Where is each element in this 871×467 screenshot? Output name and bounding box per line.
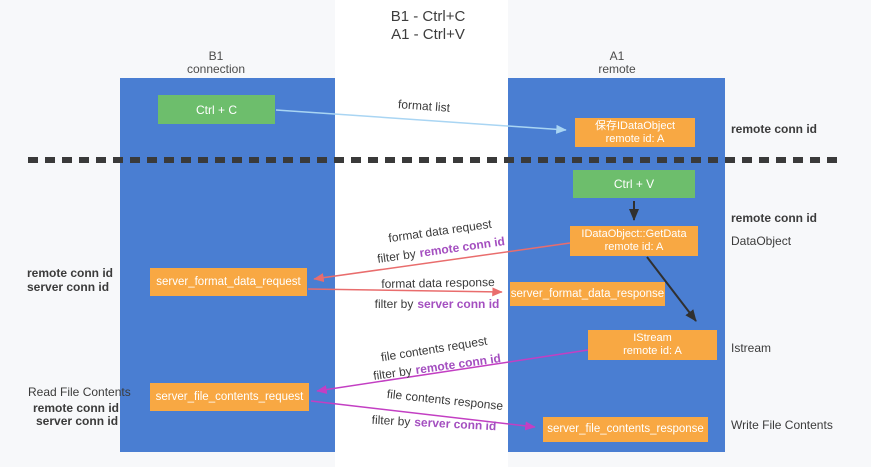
box-server-file-contents-response: server_file_contents_response xyxy=(543,417,708,442)
filter-by-text: filter by xyxy=(371,412,411,429)
box-ctrl-c: Ctrl + C xyxy=(158,95,275,124)
box-getdata-line1: IDataObject::GetData xyxy=(581,228,687,240)
left-remote-conn-id-2: remote conn id xyxy=(33,401,120,415)
lane-b1-title: B1 xyxy=(208,49,224,63)
right-remote-conn-id-1: remote conn id xyxy=(731,122,818,136)
box-idataobject-getdata: IDataObject::GetData remote id: A xyxy=(570,226,698,256)
left-remote-conn-id-1: remote conn id xyxy=(27,266,114,280)
right-remote-conn-id-2: remote conn id xyxy=(731,211,818,225)
lane-a1-subtitle: remote xyxy=(598,62,636,76)
diagram-title-line2: A1 - Ctrl+V xyxy=(391,26,465,43)
box-ctrl-c-label: Ctrl + C xyxy=(195,102,237,117)
box-ctrl-v-label: Ctrl + V xyxy=(613,177,655,191)
server-conn-id-text: server conn id xyxy=(417,297,500,311)
box-file-request-label: server_file_contents_request xyxy=(155,390,304,403)
left-read-file-contents-label: Read File Contents xyxy=(28,385,131,399)
box-server-format-data-request: server_format_data_request xyxy=(150,268,307,296)
box-server-format-data-response: server_format_data_response xyxy=(510,282,665,306)
diagram-title-line1: B1 - Ctrl+C xyxy=(390,8,466,25)
box-istream-line1: IStream xyxy=(633,332,672,344)
lane-a1-title: A1 xyxy=(609,49,625,63)
filter-by-text: filter by xyxy=(374,297,414,311)
box-save-idataobject: 保存IDataObject remote id: A xyxy=(575,118,695,147)
right-write-file-contents-label: Write File Contents xyxy=(731,418,833,432)
box-getdata-line2: remote id: A xyxy=(604,241,664,253)
left-server-conn-id-2: server conn id xyxy=(36,414,119,428)
right-dataobject-label: DataObject xyxy=(731,234,792,248)
left-server-conn-id-1: server conn id xyxy=(27,280,110,294)
right-istream-label: Istream xyxy=(731,341,772,355)
session-separator-dashed-line xyxy=(28,157,844,163)
lane-b1-subtitle: connection xyxy=(186,62,246,76)
box-istream: IStream remote id: A xyxy=(588,330,717,360)
label-format-data-response: format data response xyxy=(381,275,495,291)
box-file-response-label: server_file_contents_response xyxy=(547,423,704,435)
box-ctrl-v: Ctrl + V xyxy=(573,170,695,198)
box-format-response-label: server_format_data_response xyxy=(510,287,665,300)
box-server-file-contents-request: server_file_contents_request xyxy=(150,383,309,411)
box-save-idataobject-line2: remote id: A xyxy=(605,132,665,145)
box-save-idataobject-line1: 保存IDataObject xyxy=(594,119,676,132)
box-format-request-label: server_format_data_request xyxy=(156,275,301,288)
box-istream-line2: remote id: A xyxy=(623,345,682,357)
